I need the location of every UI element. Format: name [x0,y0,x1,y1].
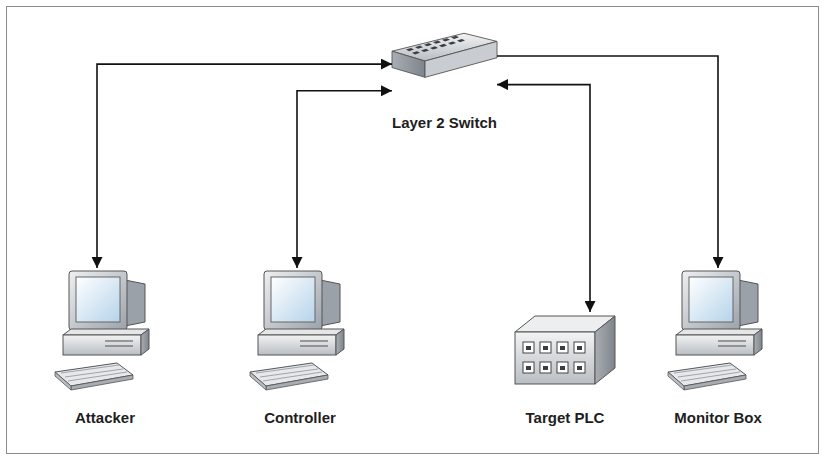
computer-icon [250,268,350,393]
node-label: Monitor Box [674,409,762,427]
computer-node: Monitor Box [668,268,768,393]
frame-border [7,7,819,454]
network-link [97,64,392,268]
network-link [497,85,590,312]
computer-node: Attacker [55,268,155,393]
plc-node: Target PLC [515,312,615,387]
switch-icon [392,30,497,92]
node-label: Controller [264,409,336,427]
network-link [297,91,392,268]
node-label: Layer 2 Switch [392,114,497,132]
computer-icon [668,268,768,393]
plc-icon [515,312,615,387]
computer-icon [55,268,155,393]
node-label: Target PLC [526,409,605,427]
network-switch: Layer 2 Switch [392,30,497,92]
network-link [497,56,718,268]
node-label: Attacker [75,409,135,427]
computer-node: Controller [250,268,350,393]
